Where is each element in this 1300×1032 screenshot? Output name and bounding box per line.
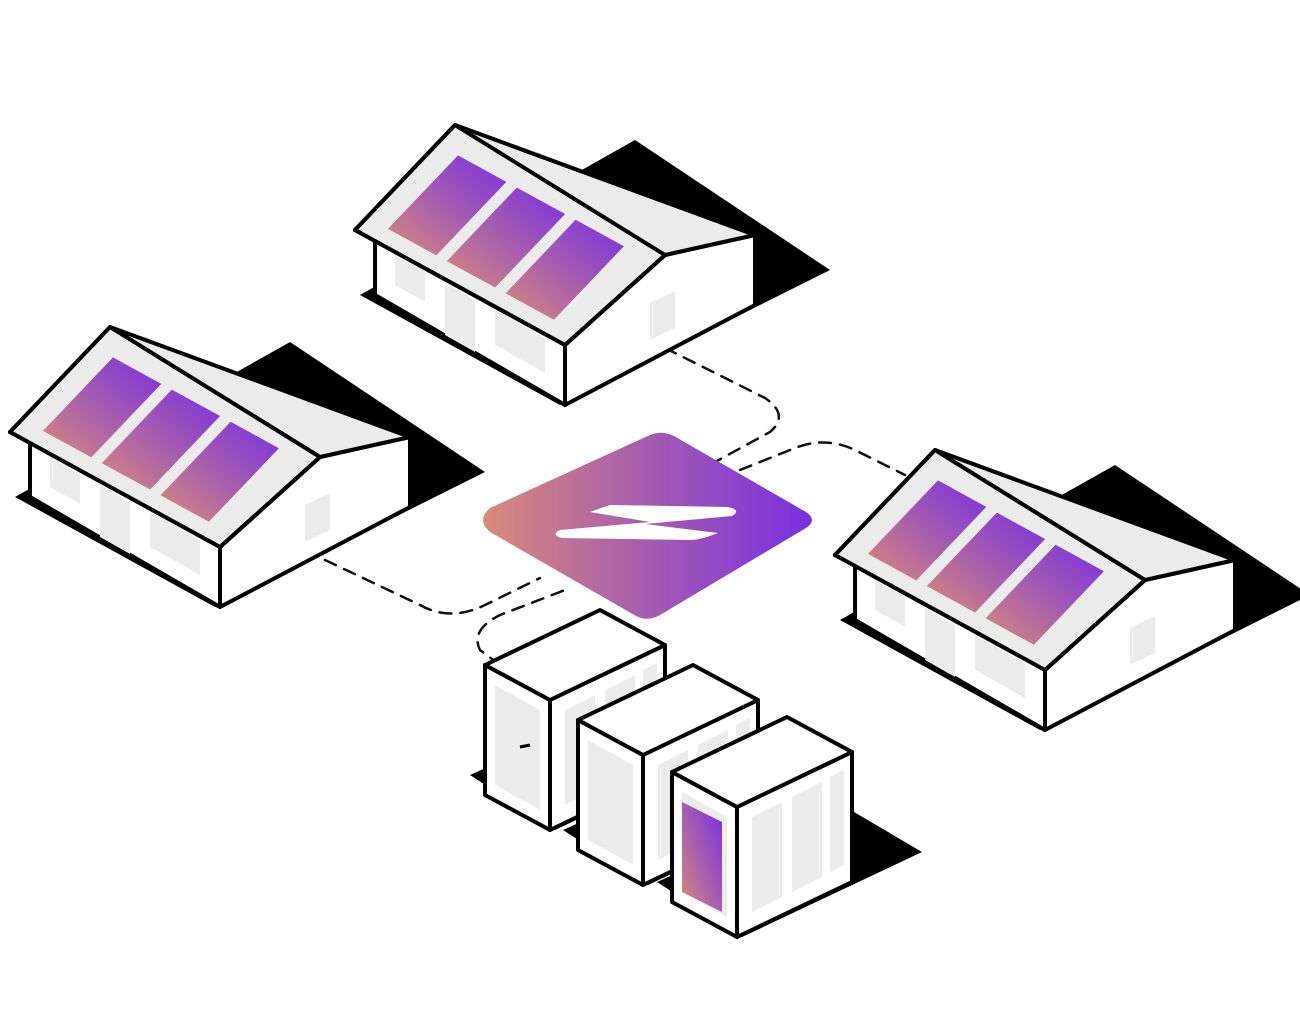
- solar-panel: [926, 512, 1046, 613]
- wire-house-right-to-hub: [738, 441, 907, 477]
- solar-panel: [505, 219, 624, 320]
- solar-panel: [101, 389, 221, 490]
- solar-panel: [43, 357, 162, 458]
- solar-panel: [160, 421, 279, 522]
- battery-3: [655, 715, 924, 939]
- house-right: [833, 448, 1300, 732]
- wire-battery-to-hub: [476, 588, 567, 667]
- solar-panel: [868, 480, 987, 581]
- battery-mark: [519, 743, 531, 749]
- house-top: [353, 123, 832, 407]
- solar-panel: [388, 155, 507, 256]
- wire-house-left-to-hub: [323, 558, 542, 615]
- lightning-bolt-icon: [555, 505, 737, 540]
- charged-panel: [682, 802, 722, 912]
- house-left: [8, 325, 487, 609]
- solar-panel-group: [43, 357, 279, 522]
- solar-panel: [985, 544, 1104, 645]
- wire-house-top-to-hub: [663, 346, 780, 464]
- energy-hub: [483, 432, 812, 619]
- solar-panel: [446, 187, 566, 288]
- storage-units: [468, 608, 924, 939]
- battery-1: [468, 608, 737, 832]
- connections: [323, 346, 907, 667]
- solar-panel-group: [388, 155, 624, 320]
- solar-panel-group: [868, 480, 1104, 645]
